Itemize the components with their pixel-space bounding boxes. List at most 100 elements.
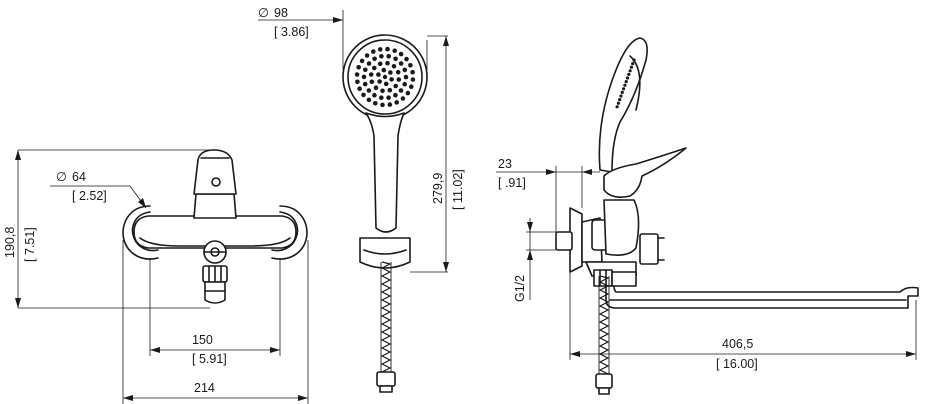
head-diameter-mm: 98 — [274, 6, 288, 20]
shower-hole — [372, 92, 377, 98]
spout-reach-mm: 406,5 — [722, 337, 753, 351]
shower-hole — [355, 79, 360, 85]
hose-coil — [598, 275, 610, 375]
shower-hole — [377, 61, 383, 67]
shower-face-dot — [616, 101, 621, 105]
shower-holes — [354, 46, 416, 108]
shower-face-dot — [628, 69, 632, 73]
wall-offset-in: [ .91] — [498, 176, 526, 190]
shower-hole — [386, 54, 392, 59]
shower-hole — [385, 60, 390, 66]
shower-hole — [389, 77, 394, 82]
shower-hole — [410, 69, 415, 75]
shower-hole — [385, 46, 390, 52]
shower-hole — [381, 67, 387, 73]
shower-hole — [410, 77, 416, 82]
shower-hole — [366, 88, 372, 93]
shower-face-dot — [622, 87, 626, 91]
shower-hose — [380, 261, 392, 374]
thread-label: G1/2 — [513, 275, 527, 302]
shower-hole — [366, 97, 372, 103]
overall-width-mm: 214 — [194, 381, 215, 395]
shower-hole — [357, 86, 362, 91]
shower-hole — [402, 67, 408, 73]
shower-hole — [359, 58, 365, 64]
shower-face-dot — [629, 65, 634, 69]
shower-hole — [361, 92, 366, 98]
shower-hole — [379, 95, 384, 100]
front-view-dimensions: 190,8 [ 7.51] ∅ 64 [ 2.52] 150 [ 5.91] 2… — [3, 149, 309, 404]
shower-hole — [368, 72, 374, 77]
shower-hole — [376, 72, 381, 77]
front-view-faucet — [122, 149, 308, 304]
shower-length-mm: 279,9 — [431, 173, 445, 204]
shower-face-dot — [618, 98, 622, 102]
shower-hole — [373, 101, 378, 106]
shower-face-dot — [627, 72, 631, 76]
front-height-mm: 190,8 — [3, 227, 17, 258]
side-shower-hose — [598, 275, 610, 376]
shower-hole — [369, 79, 375, 85]
shower-hole — [366, 61, 372, 66]
shower-face-dot — [632, 58, 636, 62]
shower-hole — [361, 74, 367, 80]
shower-hole — [393, 92, 398, 98]
shower-hole — [377, 47, 383, 52]
shower-hole — [387, 102, 393, 107]
head-diameter-symbol: ∅ — [258, 6, 269, 20]
shower-hole — [396, 77, 402, 82]
hand-shower — [342, 34, 428, 393]
shower-hole — [393, 56, 398, 62]
hose-coil — [380, 261, 392, 373]
side-shower-face — [615, 58, 636, 109]
shower-hole — [371, 49, 376, 54]
head-diameter-in: [ 3.86] — [274, 25, 309, 39]
shower-hole — [402, 81, 408, 87]
wall-offset-mm: 23 — [498, 157, 512, 171]
shower-hole — [356, 65, 362, 70]
shower-face-dot — [623, 83, 627, 87]
shower-face-dot — [619, 94, 623, 98]
shower-face-dot — [620, 90, 624, 94]
eccentric-diameter-mm: 64 — [72, 170, 86, 184]
front-height-in: [ 7.51] — [23, 227, 37, 262]
shower-hole — [387, 87, 393, 93]
center-distance-mm: 150 — [192, 333, 213, 347]
shower-hole — [386, 95, 391, 100]
center-distance-in: [ 5.91] — [192, 352, 227, 366]
shower-hole — [398, 61, 404, 66]
shower-dimensions: ∅ 98 [ 3.86] 279,9 [ 11.02] — [258, 6, 465, 273]
shower-hole — [398, 51, 404, 57]
shower-hole — [380, 88, 385, 94]
eccentric-diameter-in: [ 2.52] — [72, 189, 107, 203]
shower-hole — [394, 100, 400, 105]
shower-hole — [377, 79, 382, 84]
shower-hole — [373, 85, 379, 90]
shower-face-dot — [625, 76, 630, 80]
shower-hole — [364, 53, 370, 58]
shower-hole — [388, 70, 393, 75]
shower-hole — [409, 84, 414, 89]
shower-hole — [395, 69, 401, 75]
shower-hole — [363, 67, 368, 73]
shower-length-in: [ 11.02] — [451, 169, 465, 210]
shower-face-dot — [624, 80, 628, 84]
shower-hole — [362, 81, 368, 87]
shower-hole — [382, 74, 388, 80]
side-view-dimensions: 23 [ .91] G1/2 406,5 [ 16.00] — [496, 157, 917, 371]
shower-hole — [400, 96, 406, 101]
shower-hole — [372, 56, 377, 62]
shower-hole — [404, 56, 409, 62]
shower-face-dot — [631, 62, 635, 66]
shower-hole — [380, 102, 385, 108]
shower-hole — [408, 63, 413, 68]
shower-hole — [391, 64, 397, 69]
shower-hole — [383, 81, 389, 87]
shower-hole — [405, 90, 411, 96]
shower-hole — [393, 83, 399, 89]
spout-reach-in: [ 16.00] — [716, 357, 758, 371]
shower-hole — [372, 65, 377, 71]
shower-hole — [379, 54, 384, 59]
